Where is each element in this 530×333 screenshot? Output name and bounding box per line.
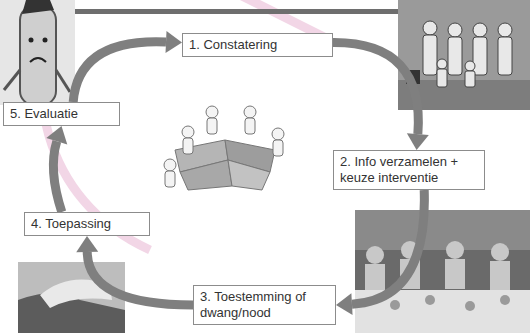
- top-bar: [70, 9, 400, 14]
- sad-figure-photo: [0, 0, 75, 105]
- step-label: 4. Toepassing: [31, 216, 143, 232]
- arrow-shaft: [53, 141, 61, 212]
- process-box: 4. Toepassing: [24, 212, 150, 236]
- arrow-head: [76, 236, 98, 252]
- arrow-shaft: [87, 252, 193, 305]
- cycle-arrow: [46, 126, 67, 212]
- cycle-arrow: [76, 236, 193, 305]
- process-box: 1. Constatering: [182, 33, 333, 57]
- banquet-photo: [355, 210, 530, 333]
- process-box: 3. Toestemming of dwang/nood: [193, 285, 336, 325]
- cycle-arrow: [336, 190, 424, 315]
- process-box: 5. Evaluatie: [3, 102, 120, 126]
- step-label: 3. Toestemming of dwang/nood: [200, 289, 329, 321]
- arrow-head: [46, 126, 67, 145]
- arrow-shaft: [73, 42, 166, 102]
- hands-photo: [18, 262, 125, 333]
- cycle-arrow: [333, 43, 429, 150]
- puzzle-illustration: [164, 106, 284, 190]
- arrow-shaft: [352, 190, 424, 304]
- process-box: 2. Info verzamelen + keuze interventie: [333, 150, 485, 190]
- step-label: 2. Info verzamelen + keuze interventie: [340, 154, 478, 186]
- arrow-shaft: [333, 43, 418, 134]
- step-label: 5. Evaluatie: [10, 106, 113, 122]
- cycle-arrow: [73, 31, 182, 102]
- arrow-head: [166, 31, 182, 53]
- arrow-head: [336, 293, 353, 315]
- step-label: 1. Constatering: [189, 37, 326, 53]
- arrow-head: [407, 133, 429, 150]
